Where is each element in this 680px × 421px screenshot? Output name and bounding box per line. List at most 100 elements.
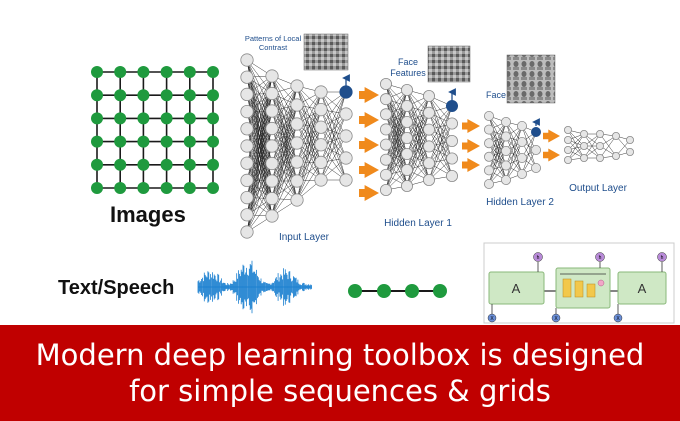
neuron: [379, 183, 392, 196]
feature-neuron: [445, 100, 458, 113]
neuron: [400, 100, 413, 113]
neuron: [422, 140, 435, 153]
neuron: [290, 79, 304, 93]
neuron: [400, 179, 413, 192]
neuron: [483, 124, 494, 135]
neuron: [612, 131, 621, 140]
neuron: [445, 152, 458, 165]
rnn-diagram: A A X X X h h h: [483, 242, 675, 324]
rnn-output-node: [657, 252, 667, 262]
hidden-layer-2-label: Hidden Layer 2: [486, 197, 554, 208]
orange-arrow-icon: [543, 129, 560, 143]
neuron: [517, 152, 528, 163]
grid-node: [207, 112, 219, 125]
neuron: [422, 157, 435, 170]
grid-node: [160, 66, 173, 78]
grid-node: [137, 66, 150, 78]
rnn-input-symbol: X: [554, 316, 558, 322]
neuron: [379, 168, 392, 181]
neuron: [314, 173, 328, 187]
neuron: [422, 90, 435, 103]
neuron: [483, 178, 494, 189]
neuron: [500, 160, 511, 171]
neuron: [445, 134, 458, 147]
neuron: [564, 155, 573, 164]
grid-node: [183, 89, 196, 102]
neuron: [422, 106, 435, 119]
rnn-cell-label: A: [638, 281, 647, 296]
neuron: [500, 131, 511, 142]
grid-node: [160, 182, 173, 194]
neuron: [580, 153, 589, 162]
neuron: [240, 156, 254, 170]
neuron: [596, 141, 605, 150]
grid-node: [91, 66, 103, 78]
neuron: [483, 111, 494, 122]
images-label: Images: [110, 202, 186, 227]
sequence-node: [433, 284, 447, 298]
orange-arrow-icon: [359, 112, 379, 128]
neuron: [265, 86, 279, 101]
neuron: [445, 169, 458, 182]
grid-node: [207, 66, 219, 78]
neuron: [612, 151, 621, 160]
rnn-input-node: [613, 313, 623, 323]
feature-arrows: [359, 87, 560, 201]
neuron: [290, 98, 304, 112]
neuron: [240, 87, 254, 102]
neuron: [240, 70, 254, 84]
neuron: [445, 117, 458, 130]
feature-neuron: [339, 85, 353, 99]
grid-node: [91, 135, 103, 148]
neuron: [517, 136, 528, 147]
orange-arrow-icon: [359, 137, 379, 153]
neuron: [240, 208, 254, 222]
neuron: [379, 93, 392, 106]
rnn-output-symbol: h: [599, 255, 602, 261]
grid-node: [207, 89, 219, 102]
neuron: [400, 163, 413, 176]
neuron: [531, 144, 542, 155]
grid-node: [114, 182, 127, 194]
neuron: [517, 121, 528, 132]
caption-banner: Modern deep learning toolbox is designed…: [0, 325, 680, 421]
neuron: [500, 145, 511, 156]
caption-line-2: for simple sequences & grids: [129, 374, 551, 408]
neuron: [290, 193, 304, 207]
neuron: [290, 136, 304, 150]
neuron: [531, 162, 542, 173]
grid-node: [91, 89, 103, 102]
sequence-node: [405, 284, 419, 298]
neuron: [564, 145, 573, 154]
neuron: [339, 129, 353, 143]
output-layer-label: Output Layer: [569, 183, 627, 194]
rnn-output-node: [595, 252, 605, 262]
rnn-gate: [562, 278, 572, 298]
neuron: [240, 191, 254, 205]
grid-node: [137, 112, 150, 125]
neuron: [265, 156, 279, 171]
grid-node: [160, 158, 173, 171]
neuron: [265, 209, 279, 223]
sequence-node: [377, 284, 391, 298]
orange-arrow-icon: [359, 87, 379, 103]
neuron: [240, 173, 254, 187]
grid-node: [207, 158, 219, 171]
neuron: [314, 138, 328, 152]
neuron: [339, 151, 353, 165]
neural-network-diagram: [240, 53, 635, 239]
neuron: [339, 107, 353, 121]
neuron: [500, 117, 511, 128]
neuron: [400, 147, 413, 160]
rnn-output-symbol: h: [537, 255, 540, 261]
neuron: [400, 84, 413, 97]
neuron: [265, 139, 279, 153]
grid-node: [114, 135, 127, 148]
neuron: [400, 131, 413, 144]
orange-arrow-icon: [462, 139, 480, 153]
neuron: [517, 168, 528, 179]
neuron: [265, 174, 279, 188]
neuron: [379, 153, 392, 166]
